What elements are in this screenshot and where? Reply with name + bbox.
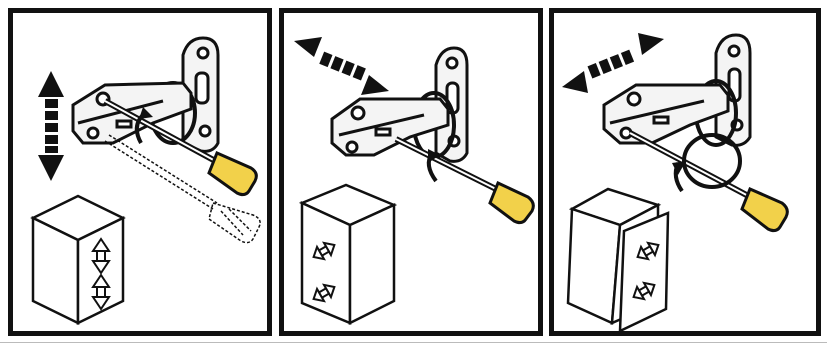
cabinet-door-diagram <box>568 189 668 331</box>
panel-vertical-adjustment <box>8 8 272 336</box>
panel-depth-adjustment <box>279 8 543 336</box>
up-down-arrow-icon <box>38 71 64 181</box>
panel-1-illustration <box>13 13 267 331</box>
diagonal-double-arrow-icon <box>294 37 389 95</box>
screwdriver <box>105 101 256 195</box>
panel-2-illustration <box>284 13 538 331</box>
bottom-divider <box>0 342 827 343</box>
panel-side-adjustment <box>549 8 821 336</box>
cabinet-door-diagram <box>33 196 123 323</box>
hinge-arm <box>332 99 448 155</box>
panel-3-illustration <box>554 13 816 331</box>
